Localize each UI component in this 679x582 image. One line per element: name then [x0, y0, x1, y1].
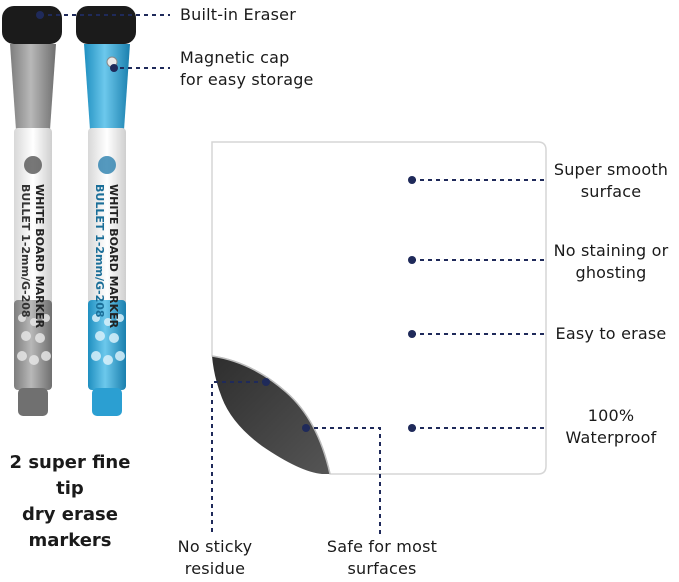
- svg-text:BULLET 1-2mm/G-208: BULLET 1-2mm/G-208: [19, 184, 32, 318]
- staining-dot: [408, 256, 416, 264]
- whiteboard-sheet: [211, 141, 547, 475]
- callout-super-smooth: Super smooth surface: [548, 159, 674, 203]
- svg-text:WHITE BOARD MARKER: WHITE BOARD MARKER: [107, 184, 120, 329]
- gray-marker: WHITE BOARD MARKER BULLET 1-2mm/G-208: [2, 6, 62, 416]
- callout-sticky-line2: residue: [184, 559, 246, 578]
- safe-dot: [302, 424, 310, 432]
- caption-line1: 2 super fine tip: [9, 452, 131, 499]
- callout-waterproof-line2: Waterproof: [565, 428, 657, 447]
- smooth-dot: [408, 176, 416, 184]
- callout-safe-line1: Safe for most: [326, 537, 438, 556]
- blue-marker-eraser-cap: [76, 6, 136, 44]
- callout-leaders: [40, 14, 548, 536]
- callout-waterproof: 100% Waterproof: [548, 405, 674, 449]
- callout-no-sticky-residue: No sticky residue: [160, 536, 270, 580]
- svg-text:BULLET 1-2mm/G-208: BULLET 1-2mm/G-208: [93, 184, 106, 318]
- svg-text:WHITE BOARD MARKER: WHITE BOARD MARKER: [33, 184, 46, 329]
- callout-waterproof-line1: 100%: [587, 406, 635, 425]
- callout-built-in-eraser: Built-in Eraser: [180, 5, 296, 24]
- callout-magnetic-cap: Magnetic cap for easy storage: [180, 47, 314, 91]
- callout-no-staining: No staining or ghosting: [548, 240, 674, 284]
- peeled-corner: [212, 356, 330, 474]
- waterproof-dot: [408, 424, 416, 432]
- sticky-dot: [262, 378, 270, 386]
- callout-safe-surfaces: Safe for most surfaces: [312, 536, 452, 580]
- eraser-dot: [36, 11, 44, 19]
- callout-magnetic-line1: Magnetic cap: [180, 48, 290, 67]
- markers-caption: 2 super fine tip dry erase markers: [0, 450, 140, 554]
- callout-staining-line2: ghosting: [575, 263, 647, 282]
- caption-line3: markers: [28, 530, 112, 551]
- callout-easy-to-erase: Easy to erase: [555, 324, 667, 343]
- blue-marker-tip-cap: [92, 388, 122, 416]
- callout-sticky-line1: No sticky: [177, 537, 253, 556]
- gray-marker-tip-cap: [18, 388, 48, 416]
- erase-dot: [408, 330, 416, 338]
- blue-marker: WHITE BOARD MARKER BULLET 1-2mm/G-208: [76, 6, 136, 416]
- callout-magnetic-line2: for easy storage: [180, 70, 314, 89]
- gray-marker-eraser-cap: [2, 6, 62, 44]
- callout-smooth-line1: Super smooth: [553, 160, 669, 179]
- callout-safe-line2: surfaces: [347, 559, 417, 578]
- callout-dots: [36, 11, 416, 432]
- callout-smooth-line2: surface: [580, 182, 642, 201]
- callout-staining-line1: No staining or: [553, 241, 669, 260]
- magnet-dot: [110, 64, 118, 72]
- caption-line2: dry erase: [22, 504, 118, 525]
